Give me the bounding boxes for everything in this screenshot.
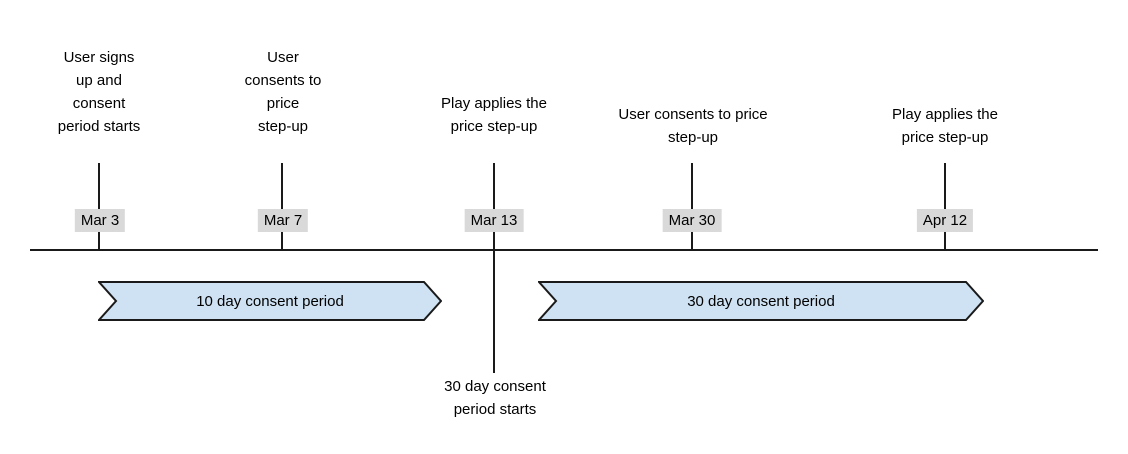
event-label-consent2: User consents to price step-up <box>618 106 768 146</box>
event-label-signup: User signs up and consent period starts <box>57 49 141 135</box>
event-label-apply2: Play applies the price step-up <box>892 106 998 146</box>
banner-arrow-shape <box>538 281 984 321</box>
banner-arrow-polygon <box>98 281 442 321</box>
event-date-badge-apr12: Apr 12 <box>916 209 974 232</box>
event-tick-mar3 <box>98 163 100 250</box>
consent-period-banner-30day: 30 day consent period <box>538 281 984 321</box>
event-tick-mar7 <box>281 163 283 250</box>
event-label-apply1: Play applies the price step-up <box>441 95 547 135</box>
banner-label-10day: 10 day consent period <box>196 292 344 310</box>
banner-arrow-shape <box>98 281 442 321</box>
event-tick-apr12 <box>944 163 946 250</box>
event-date-badge-mar30: Mar 30 <box>662 209 722 232</box>
mar13-descender-line <box>493 250 495 373</box>
event-label-consent1: User consents to price step-up <box>244 49 322 135</box>
event-tick-mar13 <box>493 163 495 250</box>
event-date-badge-mar3: Mar 3 <box>74 209 126 232</box>
event-tick-mar30 <box>691 163 693 250</box>
below-axis-label-30day-start: 30 day consent period starts <box>444 378 546 418</box>
event-date-badge-mar7: Mar 7 <box>257 209 309 232</box>
timeline-axis-line <box>30 249 1098 251</box>
consent-period-banner-10day: 10 day consent period <box>98 281 442 321</box>
event-date-badge-mar13: Mar 13 <box>464 209 524 232</box>
banner-label-30day: 30 day consent period <box>687 292 835 310</box>
banner-arrow-polygon <box>538 281 984 321</box>
